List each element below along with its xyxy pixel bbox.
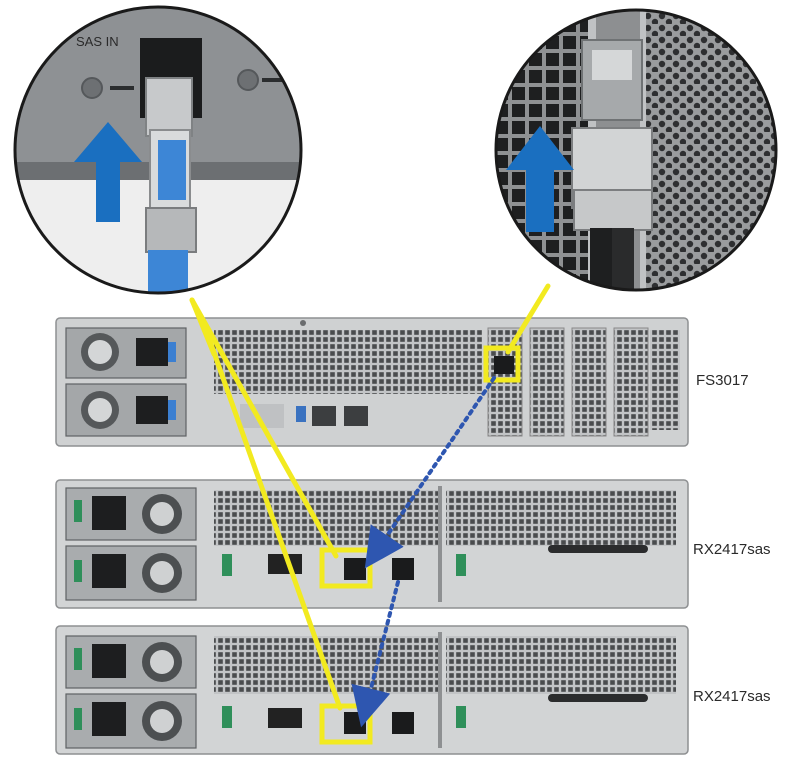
device-label-rx2417sas-1: RX2417sas	[693, 541, 771, 558]
link-fs3017-to-rx1	[364, 376, 496, 569]
device-fs3017	[55, 317, 689, 447]
ethernet-port	[312, 406, 336, 426]
sas-port	[344, 558, 366, 580]
psu-module	[65, 693, 197, 749]
sas-port	[392, 712, 414, 734]
callout-lines	[189, 283, 551, 711]
psu-module	[65, 545, 197, 601]
fan-icon	[88, 340, 112, 364]
fan-icon	[88, 398, 112, 422]
highlight-box-fs3017-port	[483, 345, 521, 383]
sas-port	[344, 712, 366, 734]
sas-connector	[145, 77, 193, 137]
sas-cable	[590, 228, 612, 290]
insert-arrow-icon	[506, 126, 574, 232]
device-rx2417sas-1	[55, 479, 689, 609]
screw-icon	[237, 69, 259, 91]
port-label: SAS IN	[76, 34, 119, 49]
usb-port	[296, 406, 306, 422]
status-display	[268, 708, 302, 728]
sas-port	[392, 558, 414, 580]
device-label-fs3017: FS3017	[696, 372, 749, 389]
screw-icon	[81, 77, 103, 99]
psu-module	[65, 327, 187, 379]
power-socket	[92, 554, 126, 588]
device-label-rx2417sas-2: RX2417sas	[693, 688, 771, 705]
psu-module	[65, 487, 197, 541]
link-rx1-to-rx2	[351, 580, 400, 728]
fan-icon	[150, 561, 174, 585]
psu-module	[65, 635, 197, 689]
pull-tab	[158, 140, 186, 200]
power-socket	[136, 338, 168, 366]
zoom-circle-right	[494, 8, 778, 292]
status-display	[268, 554, 302, 574]
power-socket	[136, 396, 168, 424]
power-socket	[92, 496, 126, 530]
ethernet-port	[344, 406, 368, 426]
zoom-circle-left: SAS IN	[13, 5, 303, 295]
daisy-chain-links	[351, 376, 496, 728]
fan-icon	[150, 709, 174, 733]
sas-cable	[148, 250, 188, 293]
vent-grid	[214, 330, 482, 394]
vent-hex	[640, 10, 776, 290]
psu-module	[65, 383, 187, 437]
sas-port	[494, 356, 514, 374]
vent-grid	[446, 490, 676, 546]
sas-cable	[612, 228, 634, 290]
fan-icon	[150, 650, 174, 674]
insert-arrow-icon	[74, 122, 142, 222]
power-socket	[92, 702, 126, 736]
vent-grid	[446, 636, 676, 694]
fan-icon	[150, 502, 174, 526]
power-socket	[92, 644, 126, 678]
